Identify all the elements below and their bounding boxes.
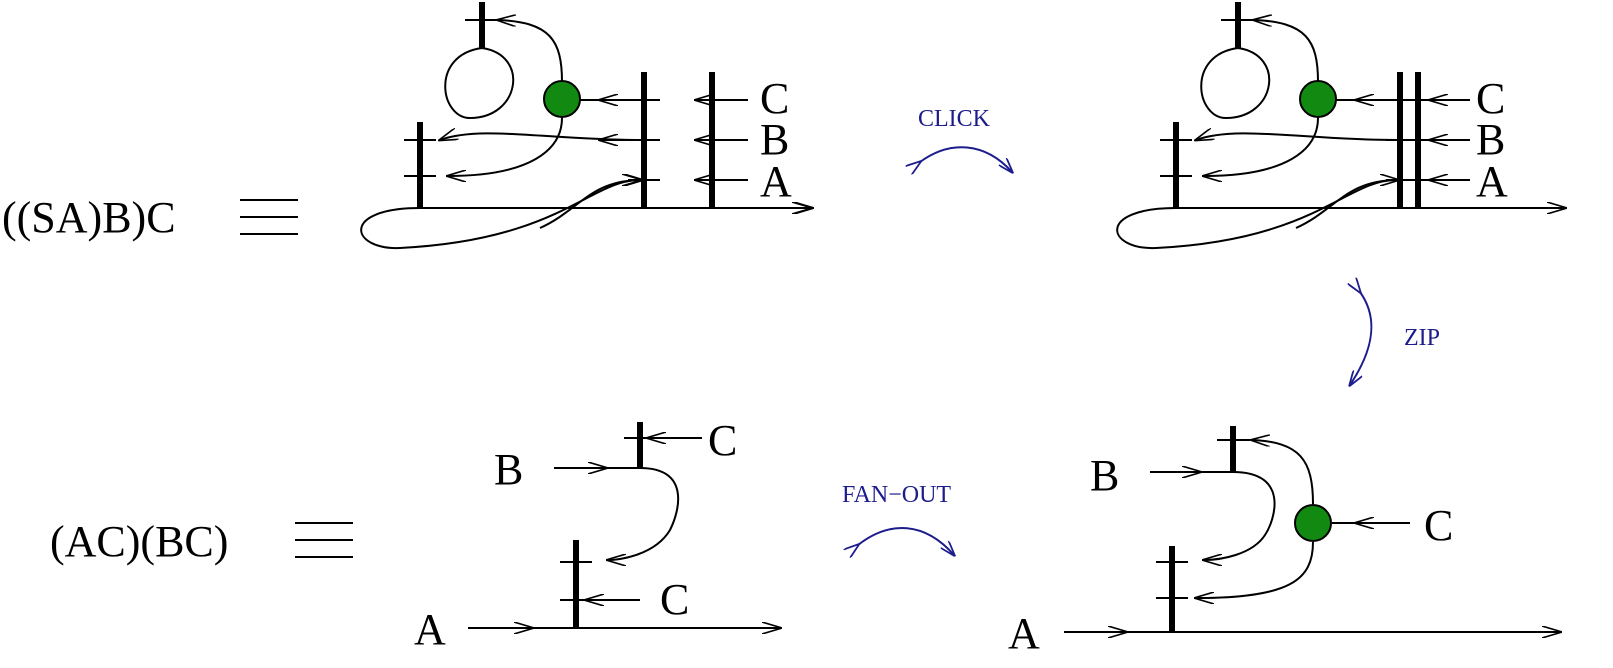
equation-bottom-left: (AC)(BC) xyxy=(50,517,228,566)
label-a-top-left: A xyxy=(760,157,792,206)
move-zip-label: ZIP xyxy=(1404,325,1440,351)
move-click-arrow xyxy=(920,146,1012,172)
graph-top-left xyxy=(360,2,812,250)
label-c-bottom-right: C xyxy=(1424,501,1453,550)
equation-top-left: ((SA)B)C xyxy=(2,193,176,242)
label-a-bottom-right: A xyxy=(1008,609,1040,658)
move-fan-out-label: FAN−OUT xyxy=(842,482,951,508)
label-a-bottom-left: A xyxy=(414,605,446,654)
move-zip-arrow xyxy=(1350,292,1373,385)
graph-bottom-right xyxy=(1064,426,1560,632)
label-c2-bottom-left: C xyxy=(660,575,689,624)
move-fan-out-arrow xyxy=(858,527,954,555)
equiv-symbol-bottom xyxy=(295,522,353,558)
label-c-top-right: C xyxy=(1476,74,1505,123)
move-click-label: CLICK xyxy=(918,106,991,132)
label-b-top-right: B xyxy=(1476,115,1505,164)
label-b-bottom-right: B xyxy=(1090,451,1119,500)
label-b-bottom-left: B xyxy=(494,445,523,494)
label-c-top-left: C xyxy=(760,74,789,123)
label-c1-bottom-left: C xyxy=(708,416,737,465)
graph-top-right xyxy=(1116,2,1565,250)
label-a-top-right: A xyxy=(1476,157,1508,206)
equiv-symbol-top xyxy=(240,199,298,235)
label-b-top-left: B xyxy=(760,115,789,164)
graph-bottom-left xyxy=(468,422,780,628)
